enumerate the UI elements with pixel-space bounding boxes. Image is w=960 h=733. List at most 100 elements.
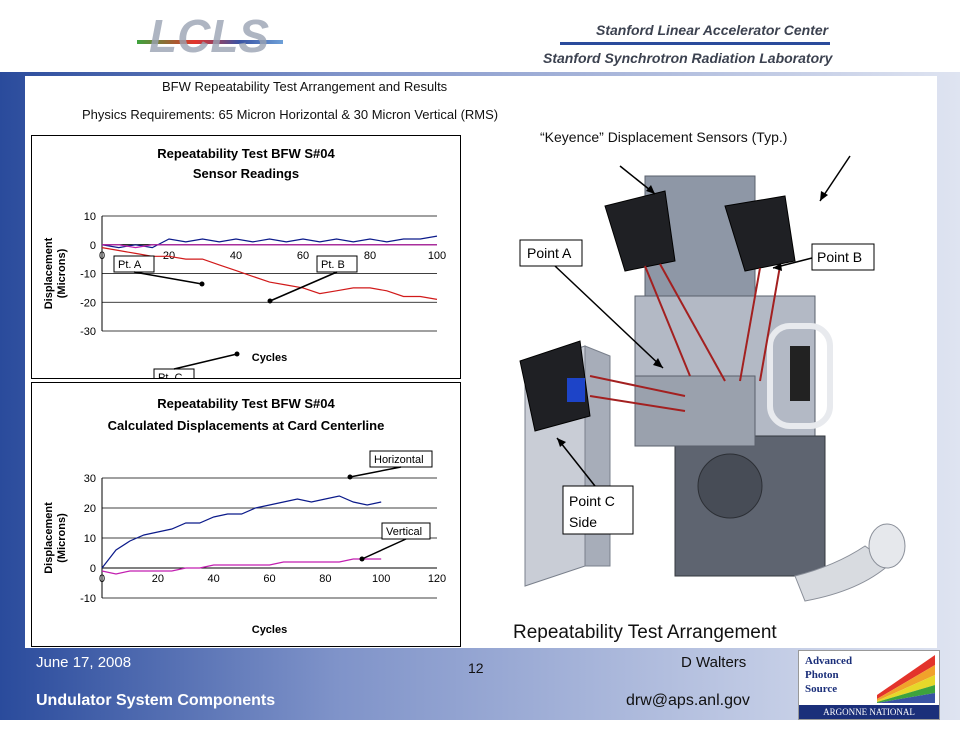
sensors-label: “Keyence” Displacement Sensors (Typ.) bbox=[540, 129, 788, 145]
annotation-arrow-head bbox=[267, 298, 273, 304]
laser-b-1 bbox=[739, 267, 761, 382]
annotation-arrow bbox=[133, 271, 203, 285]
chart-subtitle: Calculated Displacements at Card Centerl… bbox=[108, 418, 385, 433]
card-ring bbox=[767, 323, 833, 429]
series-line-0 bbox=[101, 495, 382, 569]
x-tick-label: 60 bbox=[297, 250, 309, 262]
header: LCLS Stanford Linear Accelerator Center … bbox=[0, 0, 960, 72]
sensor-a bbox=[604, 190, 676, 272]
y-tick-label: 10 bbox=[84, 211, 96, 223]
point-a-label: Point A bbox=[527, 245, 572, 261]
x-axis-label: Cycles bbox=[252, 624, 287, 636]
annotation-arrow bbox=[349, 466, 402, 478]
series-line-2 bbox=[101, 247, 438, 300]
annotation-label: Pt. B bbox=[321, 259, 345, 271]
pipe-flange bbox=[868, 523, 906, 569]
x-axis-label: Cycles bbox=[252, 352, 287, 364]
annotation-arrow-head bbox=[199, 281, 205, 287]
lab-name-slac: Stanford Linear Accelerator Center bbox=[596, 22, 829, 38]
sensor-c-window bbox=[567, 378, 585, 402]
aps-line-2: Photon bbox=[805, 669, 839, 681]
footer: June 17, 2008 12 D Walters Undulator Sys… bbox=[0, 648, 960, 731]
sensor-arrow-1-head bbox=[646, 185, 655, 194]
y-axis-label-unit: (Microns) bbox=[56, 513, 68, 563]
chart-title: Repeatability Test BFW S#04 bbox=[157, 146, 335, 161]
x-tick-label: 40 bbox=[230, 250, 242, 262]
aps-logo: Advanced Photon Source ARGONNE NATIONAL … bbox=[798, 650, 940, 731]
series-line-1 bbox=[102, 244, 437, 249]
y-tick-label: -20 bbox=[80, 297, 96, 309]
callout-point-c: Point C Side bbox=[556, 437, 634, 535]
point-b-label: Point B bbox=[817, 249, 862, 265]
slide-content: BFW Repeatability Test Arrangement and R… bbox=[25, 76, 937, 648]
y-tick-label: 0 bbox=[90, 240, 96, 252]
y-axis-label-unit: (Microns) bbox=[56, 248, 68, 298]
page-number: 12 bbox=[468, 660, 484, 676]
annotation-label: Vertical bbox=[386, 526, 422, 538]
chart-title: Repeatability Test BFW S#04 bbox=[157, 396, 335, 411]
y-tick-label: 20 bbox=[84, 503, 96, 515]
footer-system: Undulator System Components bbox=[36, 692, 276, 709]
y-tick-label: 0 bbox=[90, 563, 96, 575]
y-tick-label: -30 bbox=[80, 326, 96, 338]
y-tick-label: 30 bbox=[84, 473, 96, 485]
point-c-label-2: Side bbox=[569, 514, 597, 530]
footer-author: D Walters bbox=[681, 654, 747, 671]
lcls-logo: LCLS bbox=[137, 10, 283, 62]
lab-name-ssrl: Stanford Synchrotron Radiation Laborator… bbox=[543, 50, 833, 66]
annotation-arrow-head bbox=[359, 556, 365, 562]
aps-lab-name: ARGONNE NATIONAL LABORATORY bbox=[799, 705, 939, 731]
laser-c-1 bbox=[589, 375, 686, 397]
chart-subtitle: Sensor Readings bbox=[193, 166, 299, 181]
laser-c-2 bbox=[589, 395, 686, 412]
annotation-label: Horizontal bbox=[374, 454, 424, 466]
x-tick-label: 60 bbox=[263, 573, 275, 585]
sensor-arrow-2-head bbox=[820, 191, 828, 201]
header-divider bbox=[560, 42, 830, 45]
annotation-arrow bbox=[269, 271, 338, 302]
x-tick-label: 100 bbox=[428, 250, 446, 262]
aps-rainbow-icon bbox=[877, 655, 935, 703]
fixture-mid-block bbox=[634, 375, 756, 447]
laser-b-2 bbox=[759, 265, 781, 382]
lcls-logo-text: LCLS bbox=[149, 10, 269, 62]
x-tick-label: 80 bbox=[319, 573, 331, 585]
card-clamp bbox=[790, 346, 810, 401]
y-axis-label: Displacement bbox=[43, 502, 55, 574]
aps-line-3: Source bbox=[805, 683, 838, 695]
sensor-b bbox=[724, 195, 796, 272]
y-axis-label: Displacement bbox=[43, 237, 55, 309]
point-c-label-1: Point C bbox=[569, 493, 615, 509]
test-fixture-render: Point A Point B Point C Side bbox=[519, 155, 906, 602]
x-tick-label: 80 bbox=[364, 250, 376, 262]
annotation-arrow-head bbox=[234, 351, 240, 357]
series-line-1 bbox=[101, 558, 382, 575]
laser-a-1 bbox=[644, 265, 691, 377]
annotation-arrow-head bbox=[347, 474, 353, 480]
x-tick-label: 40 bbox=[208, 573, 220, 585]
callout-point-a: Point A bbox=[519, 239, 664, 369]
x-tick-label: 100 bbox=[372, 573, 390, 585]
footer-email: drw@aps.anl.gov bbox=[626, 692, 750, 709]
aps-line-1: Advanced bbox=[805, 655, 853, 667]
slide-title: BFW Repeatability Test Arrangement and R… bbox=[162, 79, 448, 94]
y-tick-label: 10 bbox=[84, 533, 96, 545]
y-tick-label: -10 bbox=[80, 269, 96, 281]
x-tick-label: 120 bbox=[428, 573, 446, 585]
footer-date: June 17, 2008 bbox=[36, 654, 132, 671]
figure-caption: Repeatability Test Arrangement bbox=[513, 622, 777, 643]
physics-requirements: Physics Requirements: 65 Micron Horizont… bbox=[82, 107, 499, 122]
annotation-label: Pt. C bbox=[158, 372, 183, 378]
series-line-0 bbox=[101, 235, 438, 249]
x-tick-label: 20 bbox=[152, 573, 164, 585]
y-tick-label: -10 bbox=[80, 593, 96, 605]
sensor-c bbox=[519, 340, 591, 432]
callout-point-b: Point B bbox=[772, 243, 875, 271]
laser-a-2 bbox=[659, 263, 726, 382]
annotation-label: Pt. A bbox=[118, 259, 142, 271]
fixture-gear bbox=[697, 453, 763, 519]
